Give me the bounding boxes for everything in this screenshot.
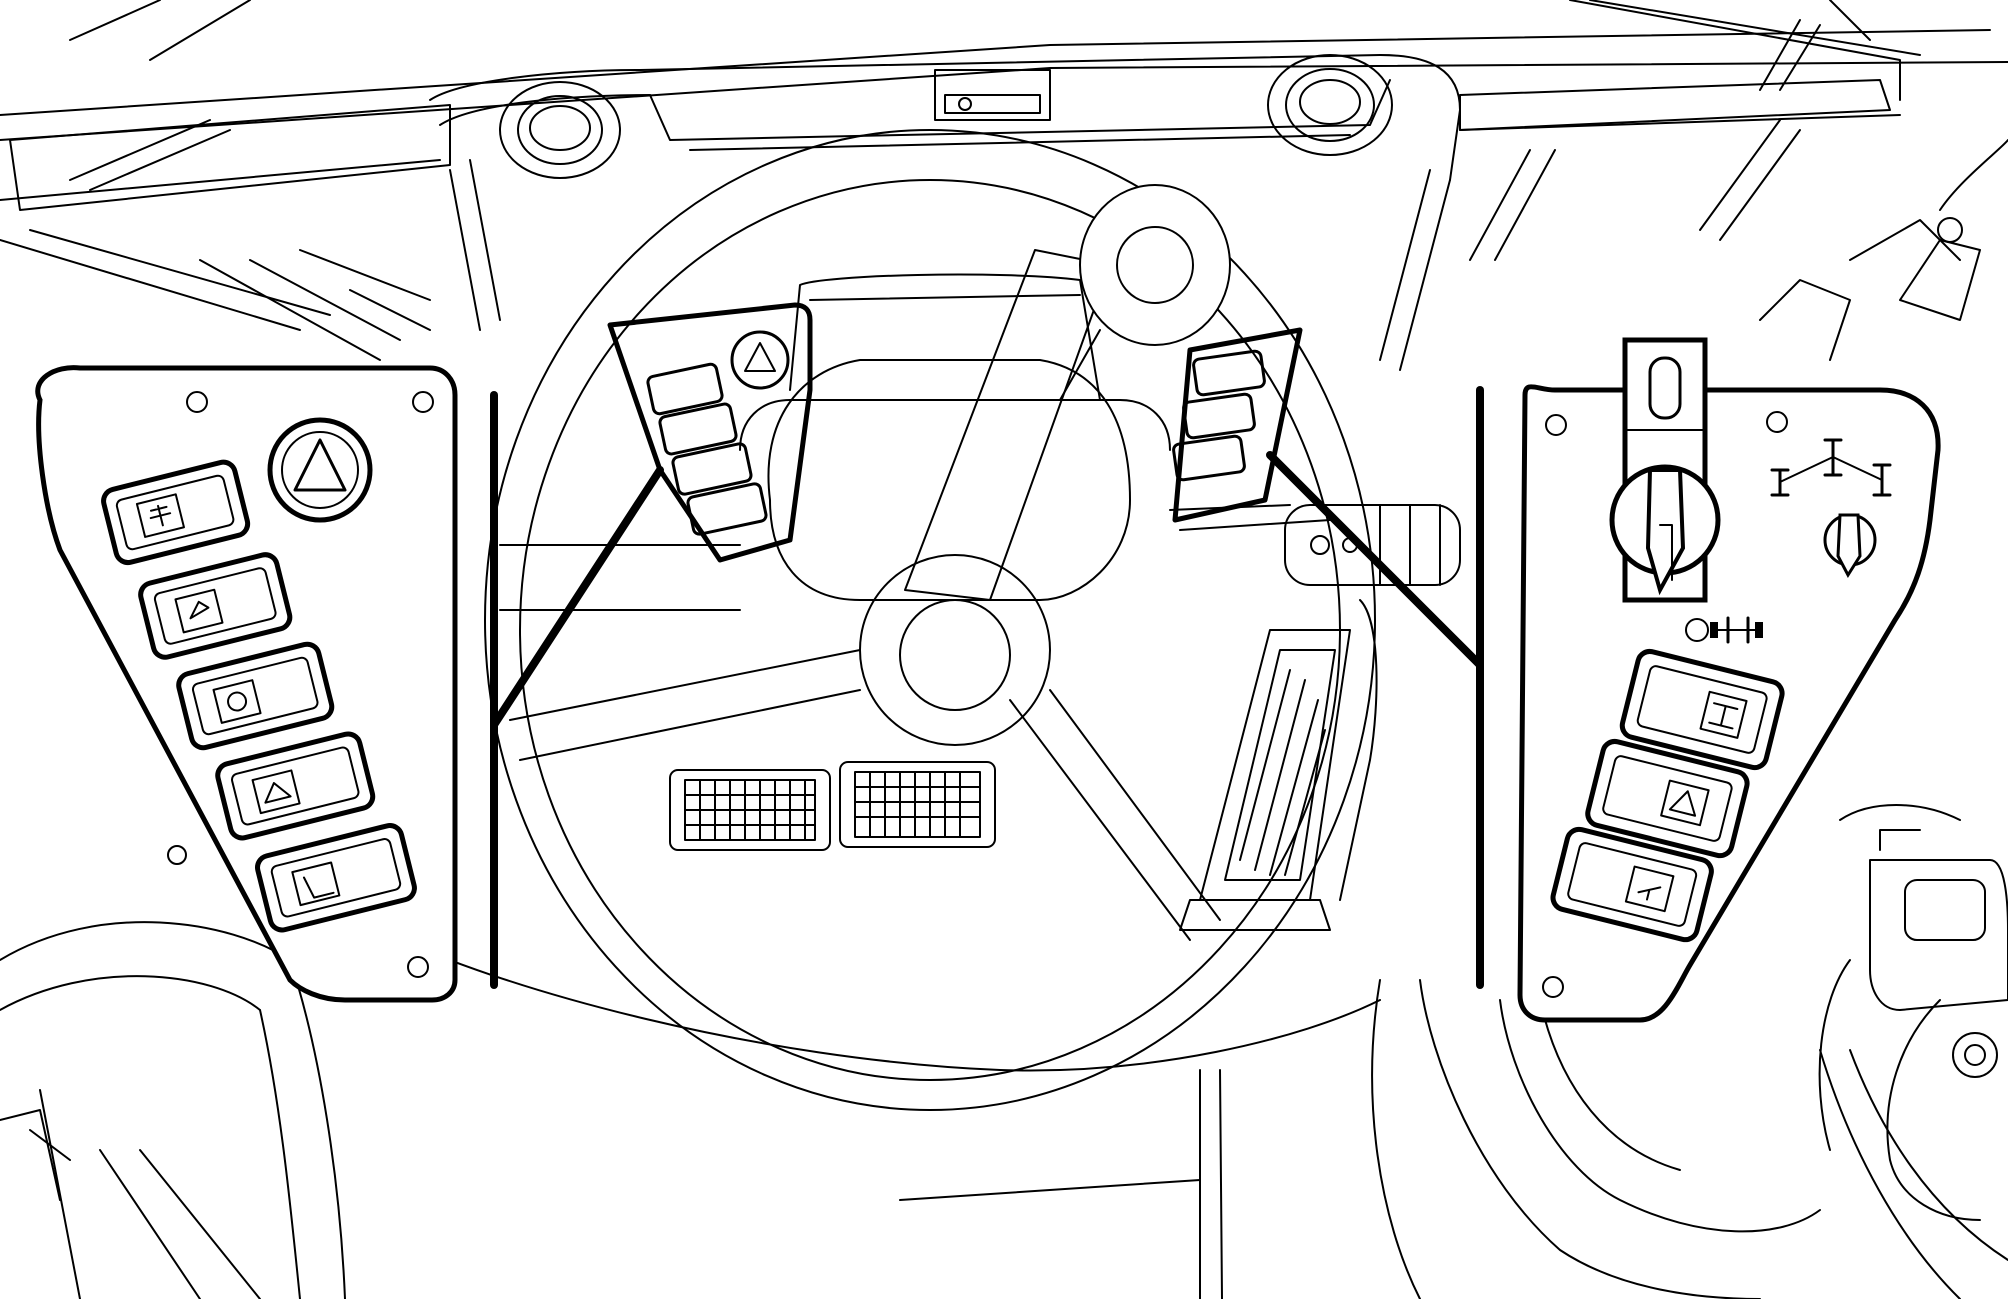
mounting-hole	[167, 845, 187, 865]
column-panel-left	[607, 302, 813, 563]
switch-symbol-icon	[149, 504, 172, 527]
rocker-switch-right-1[interactable]	[1619, 648, 1785, 771]
mounting-hole	[186, 391, 208, 413]
hazard-warning-icon	[293, 438, 347, 492]
four-wheel-drive-icon	[1685, 616, 1763, 644]
mounting-hole	[1766, 411, 1788, 433]
rocker-switch-right-2[interactable]	[1585, 738, 1750, 859]
rocker-switch-4[interactable]	[215, 731, 376, 841]
hazard-warning-button[interactable]	[267, 417, 373, 523]
switch-symbol-icon	[1708, 702, 1739, 730]
mounting-hole	[412, 391, 434, 413]
rocker-switch-right-3[interactable]	[1550, 826, 1714, 943]
steering-wheel	[484, 129, 1376, 1111]
rocker-switch-3[interactable]	[176, 641, 335, 751]
mounting-hole	[1545, 414, 1567, 436]
brake-pedal-right	[839, 761, 996, 848]
mounting-hole	[407, 956, 429, 978]
mounting-hole	[1542, 976, 1564, 998]
steering-column	[499, 273, 1461, 931]
brake-pedal-left	[669, 769, 831, 851]
callout-leaders	[490, 386, 1484, 989]
rocker-switch-1[interactable]	[101, 459, 251, 566]
switch-symbol-icon	[1668, 790, 1697, 817]
steering-mode-icon	[1770, 438, 1892, 497]
switch-symbol-icon	[189, 600, 210, 620]
switch-symbol-icon	[264, 782, 292, 804]
left-switch-panel	[35, 365, 458, 1003]
column-panel-right	[1172, 327, 1303, 523]
rocker-switch-2[interactable]	[138, 552, 293, 660]
ignition-key-switch[interactable]	[1609, 337, 1721, 603]
switch-symbol-icon	[227, 691, 248, 712]
accelerator-pedal	[1179, 599, 1378, 931]
switch-symbol-icon	[1637, 886, 1662, 901]
horn-switch[interactable]	[255, 823, 417, 933]
steering-mode-selector[interactable]	[1770, 438, 1892, 578]
right-switch-panel	[1517, 337, 1941, 1023]
horn-symbol-icon	[302, 876, 335, 899]
